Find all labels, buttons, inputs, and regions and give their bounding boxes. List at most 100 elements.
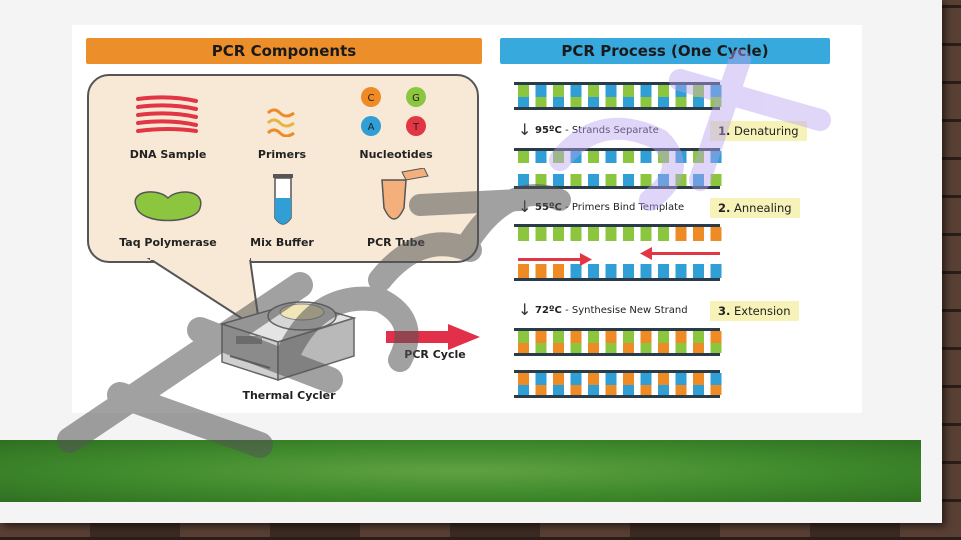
base-single (693, 264, 704, 278)
base-pair (693, 331, 704, 343)
base-pair (518, 343, 529, 353)
base-pair (640, 97, 652, 107)
strand-backbone (514, 395, 720, 398)
primer-arrow (650, 252, 720, 255)
step1-text: 95ºC - Strands Separate (535, 125, 659, 136)
base-pair (710, 85, 722, 97)
base-pair (553, 343, 564, 353)
base-pair (553, 331, 564, 343)
base-pair (693, 385, 704, 395)
base-single (675, 174, 687, 186)
primers-icon (266, 108, 295, 137)
base-single (710, 227, 722, 241)
base-single (623, 227, 634, 241)
base-single (588, 151, 599, 163)
base-single (693, 174, 704, 186)
base-single (535, 174, 547, 186)
base-single (588, 227, 599, 241)
step2-desc: - Primers Bind Template (561, 202, 685, 213)
step3-desc: - Synthesise New Strand (561, 305, 688, 316)
base-pair (605, 97, 617, 107)
base-single (605, 174, 617, 186)
taq-polymerase-icon (134, 191, 202, 222)
nucleotide-c: C (368, 93, 375, 104)
base-pair (588, 97, 599, 107)
base-single (693, 227, 704, 241)
base-single (675, 151, 687, 163)
pcr-cycle-arrow-icon (386, 324, 480, 350)
step3-temp: 72ºC (535, 305, 562, 316)
base-pair (693, 343, 704, 353)
base-pair (570, 85, 582, 97)
strand-backbone (514, 278, 720, 281)
base-pair (535, 331, 547, 343)
base-pair (658, 97, 669, 107)
step1-arrow-icon: ↓ (518, 120, 532, 139)
base-single (570, 151, 582, 163)
base-pair (658, 343, 669, 353)
base-pair (535, 385, 547, 395)
base-single (535, 151, 547, 163)
base-pair (605, 373, 617, 385)
base-pair (518, 373, 529, 385)
label-nucleotides: Nucleotides (359, 148, 433, 161)
primer-arrowhead (580, 253, 592, 266)
step1-temp: 95ºC (535, 125, 562, 136)
base-pair (675, 85, 687, 97)
base-single (658, 227, 669, 241)
primer-arrow (518, 258, 580, 261)
base-pair (675, 343, 687, 353)
base-single (623, 151, 634, 163)
base-single (535, 227, 547, 241)
step2-tag: 2. Annealing (710, 198, 800, 218)
step1-tag: 1. Denaturing (710, 121, 807, 141)
base-pair (658, 331, 669, 343)
nucleotide-a: A (368, 122, 375, 133)
base-single (605, 227, 617, 241)
components-header: PCR Components (86, 38, 482, 64)
base-single (658, 151, 669, 163)
base-pair (570, 97, 582, 107)
step3-tag: 3. Extension (710, 301, 799, 321)
step3-name: Extension (730, 304, 791, 318)
label-pcr-cycle: PCR Cycle (404, 348, 466, 361)
base-pair (675, 385, 687, 395)
base-single (605, 151, 617, 163)
label-primers: Primers (257, 148, 307, 161)
base-pair (640, 85, 652, 97)
nucleotides-icon: C G A T (361, 87, 426, 136)
base-pair (588, 343, 599, 353)
base-single (710, 174, 722, 186)
base-pair (570, 343, 582, 353)
base-pair (658, 85, 669, 97)
base-pair (693, 373, 704, 385)
strand-backbone (514, 107, 720, 110)
base-pair (518, 331, 529, 343)
base-single (518, 151, 529, 163)
primer-arrowhead (640, 247, 652, 260)
base-pair (535, 97, 547, 107)
base-pair (658, 373, 669, 385)
base-pair (640, 331, 652, 343)
nucleotide-t: T (412, 122, 420, 133)
base-pair (623, 343, 634, 353)
base-pair (693, 97, 704, 107)
slide: PCR Components PCR Process (One Cycle) C… (0, 0, 942, 523)
base-single (623, 264, 634, 278)
label-taq-polymerase: Taq Polymerase (119, 236, 217, 249)
base-pair (535, 85, 547, 97)
base-single (640, 227, 652, 241)
base-single (588, 264, 599, 278)
base-single (605, 264, 617, 278)
strand-backbone (514, 82, 720, 85)
strand-backbone (514, 186, 720, 189)
base-pair (640, 385, 652, 395)
nucleotide-g: G (412, 93, 420, 104)
step2-text: 55ºC - Primers Bind Template (535, 202, 684, 213)
base-pair (675, 373, 687, 385)
base-pair (570, 385, 582, 395)
base-single (553, 174, 564, 186)
base-pair (623, 331, 634, 343)
base-pair (640, 343, 652, 353)
base-single (553, 227, 564, 241)
